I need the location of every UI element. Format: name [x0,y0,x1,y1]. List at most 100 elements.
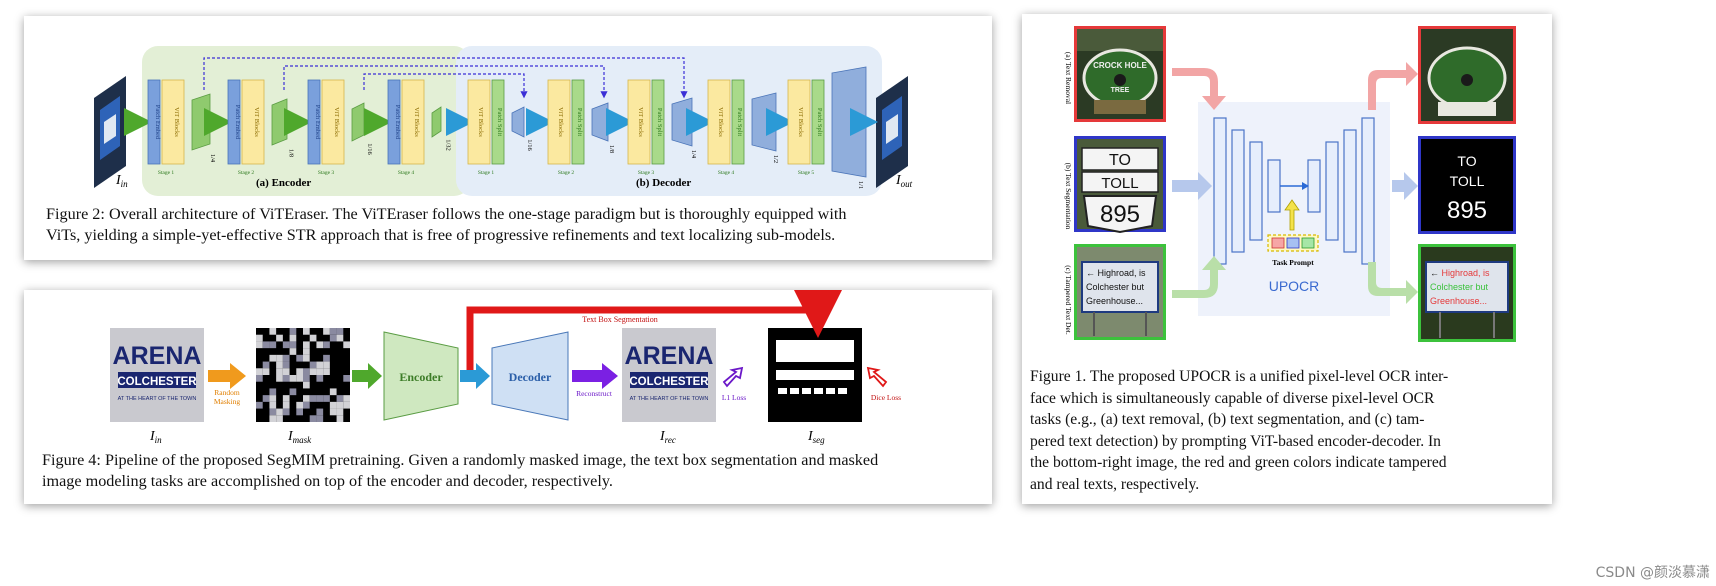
segmim-pipeline-diagram: ARENA COLCHESTER AT THE HEART OF THE TOW… [24,290,992,450]
stage-label: Stage 4 [398,170,415,176]
upocr-diagram: (a) Text Removal (b) Text Segmentation (… [1022,14,1552,354]
patch-embed-label: Patch Embed [154,105,161,140]
caption-line: and real texts, respectively. [1030,474,1548,496]
upocr-label: UPOCR [1269,278,1320,294]
reconstruct-arrow [572,363,618,389]
vit-layer-block [1326,142,1338,240]
stage-label: Stage 1 [158,170,175,176]
svg-text:Greenhouse...: Greenhouse... [1086,296,1143,306]
vit-layer-block [1362,118,1374,264]
scale-label: 1/32 [445,139,452,151]
vit-layer-block [1232,130,1244,252]
stage-label: Stage 2 [558,170,575,176]
patch-split-label: Patch Split [656,108,663,137]
scale-label: 1/16 [366,143,373,155]
output-arrow-blue [1392,172,1418,200]
svg-text:AT THE HEART OF THE TOWN: AT THE HEART OF THE TOWN [118,396,197,402]
row-label-text-removal: (a) Text Removal [1064,52,1073,104]
watermark: CSDN @颜淡慕潇 [1596,562,1710,582]
svg-text:CROCK HOLE: CROCK HOLE [1093,61,1147,70]
svg-text:Colchester but: Colchester but [1086,282,1145,292]
input-label: Iin [115,173,128,189]
patch-embed-label: Patch Embed [234,105,241,140]
output-tampered-text-image: ← Highroad, is Colchester but Greenhouse… [1418,244,1516,342]
stage-label: Stage 1 [478,170,495,176]
output-text-segmentation-image: TO TOLL 895 [1418,136,1516,234]
l1-loss-label: L1 Loss [722,393,746,402]
label-i-in: Iin [149,429,162,445]
scale-label: 1/16 [526,139,533,151]
patch-embed-label: Patch Embed [394,105,401,140]
vit-blocks-label: ViT Blocks [253,107,260,137]
input-image-arena: ARENA COLCHESTER AT THE HEART OF THE TOW… [110,328,204,422]
segmentation-mask-image [768,328,862,422]
svg-text:TOLL: TOLL [1450,173,1485,189]
output-label: Iout [895,173,913,189]
stage-label: Stage 4 [718,170,735,176]
patch-embed-label: Patch Embed [314,105,321,140]
vit-layer-block [1344,130,1356,252]
caption-line: face which is simultaneously capable of … [1030,388,1548,410]
vit-layer-block [1268,160,1280,212]
svg-text:← Highroad, is: ← Highroad, is [1086,268,1146,278]
task-prompt-label: Task Prompt [1272,258,1314,267]
random-masking-label: Masking [214,397,241,406]
svg-text:Greenhouse...: Greenhouse... [1430,296,1487,306]
scale-label: 1/8 [288,149,295,157]
caption-line: ViTs, yielding a simple-yet-effective ST… [46,225,986,246]
text-box-segmentation-label: Text Box Segmentation [582,315,657,324]
input-tampered-text-image: ← Highroad, is Colchester but Greenhouse… [1074,244,1166,340]
vit-layer-block [1308,160,1320,212]
output-arrow-red [1368,62,1418,110]
svg-text:895: 895 [1100,201,1140,228]
caption-line: pered text detection) by prompting ViT-b… [1030,431,1548,453]
svg-text:COLCHESTER: COLCHESTER [117,376,197,388]
stage-label: Stage 5 [798,170,815,176]
vit-blocks-label: ViT Blocks [637,107,644,137]
vit-layer-block [1250,142,1262,240]
caption-line: image modeling tasks are accomplished on… [42,471,987,492]
masked-image [256,328,350,422]
encoder-label: (a) Encoder [256,177,311,189]
label-i-mask: Imask [287,429,312,445]
label-i-seg: Iseg [807,429,825,445]
scale-label: 1/8 [608,145,615,153]
svg-text:COLCHESTER: COLCHESTER [629,376,709,388]
patch-split-label: Patch Split [736,108,743,137]
input-image [94,76,126,188]
prompt-token-red [1272,238,1284,248]
svg-text:ARENA: ARENA [625,342,714,370]
figure-4-caption: Figure 4: Pipeline of the proposed SegMI… [42,450,987,492]
feature-map [592,103,608,141]
vit-blocks-label: ViT Blocks [557,107,564,137]
dice-loss-arrow-icon [868,368,886,386]
random-masking-arrow [208,363,246,389]
patch-split-label: Patch Split [816,108,823,137]
svg-text:TO: TO [1457,153,1476,169]
svg-text:TOLL: TOLL [1101,175,1138,192]
reconstruct-label: Reconstruct [576,389,613,398]
svg-text:TO: TO [1109,152,1131,169]
scale-label: 1/2 [772,155,779,163]
stage-label: Stage 3 [318,170,335,176]
reconstructed-image: ARENA COLCHESTER AT THE HEART OF THE TOW… [622,328,716,422]
scale-label: 1/4 [690,150,697,159]
label-i-rec: Irec [659,429,676,445]
prompt-token-blue [1287,238,1299,248]
svg-text:ARENA: ARENA [113,342,202,370]
feature-map [272,99,287,145]
stage-label: Stage 2 [238,170,255,176]
feature-map [672,98,692,146]
patch-split-label: Patch Split [496,108,503,137]
output-text-removal-image [1418,26,1516,124]
vit-blocks-label: ViT Blocks [477,107,484,137]
encoder-label: Encoder [399,370,443,384]
caption-line: tasks (e.g., (a) text removal, (b) text … [1030,409,1548,431]
figure-1-card: (a) Text Removal (b) Text Segmentation (… [1022,14,1552,504]
row-label-text-segmentation: (b) Text Segmentation [1064,163,1073,230]
feature-map [352,103,364,141]
prompt-token-green [1302,238,1314,248]
svg-text:AT THE HEART OF THE TOWN: AT THE HEART OF THE TOWN [630,396,709,402]
